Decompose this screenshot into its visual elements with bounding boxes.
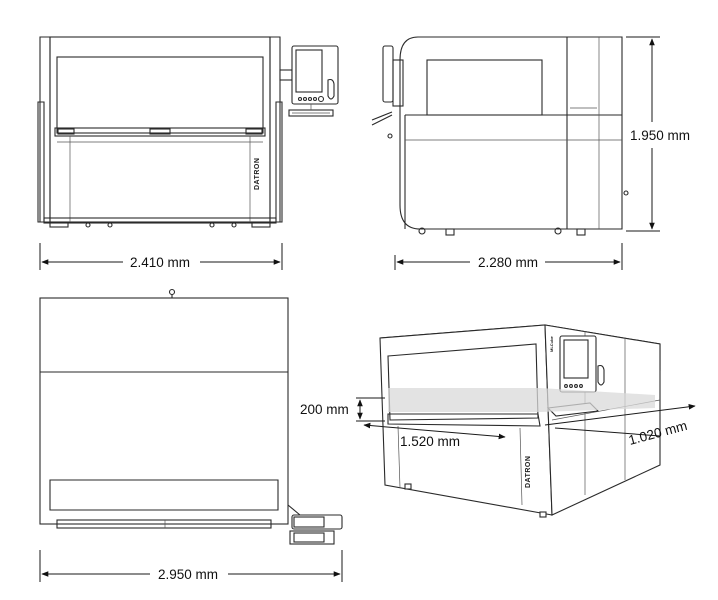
mlcube-logo-iso: MLCube: [549, 335, 554, 352]
control-panel-front: [288, 45, 339, 117]
top-view: [39, 288, 343, 545]
isometric-view: MLCube DATRON: [379, 324, 661, 518]
dim-work-width: 1.520 mm: [400, 434, 460, 449]
side-view: [371, 36, 629, 236]
datron-logo-front: DATRON: [254, 158, 261, 190]
dimension-lines: [39, 36, 696, 582]
datron-logo-iso: DATRON: [525, 456, 532, 488]
dim-top-width: 2.950 mm: [158, 567, 218, 582]
dim-work-height: 200 mm: [300, 402, 349, 417]
front-view: DATRON: [37, 36, 339, 228]
work-area-highlight: [388, 388, 655, 412]
dim-front-width: 2.410 mm: [130, 255, 190, 270]
dim-height: 1.950 mm: [630, 128, 690, 143]
control-panel-top: [287, 504, 343, 545]
dim-side-depth: 2.280 mm: [478, 255, 538, 270]
